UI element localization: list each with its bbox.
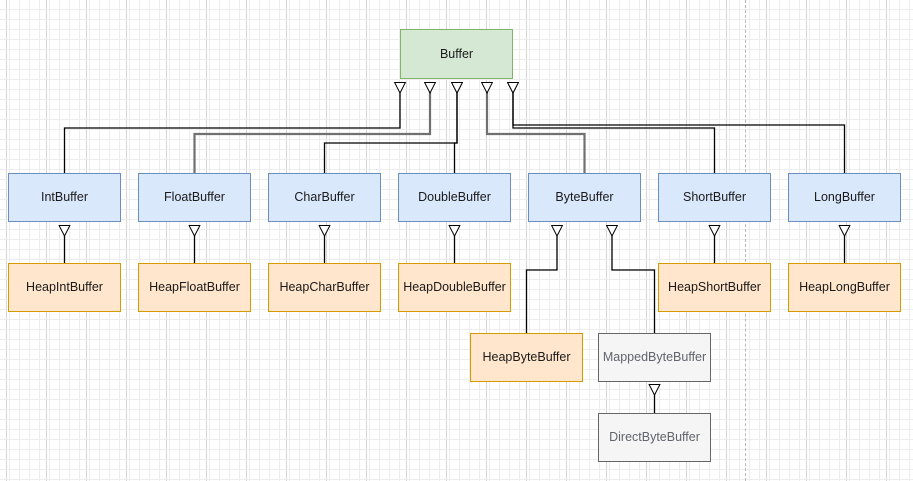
edge-longbuffer-buffer — [513, 93, 846, 174]
class-node-heapdoublebuffer[interactable]: HeapDoubleBuffer — [398, 263, 511, 312]
edge-mappedbytebuffer-bytebuffer — [612, 236, 656, 334]
class-label: FloatBuffer — [164, 190, 225, 204]
class-node-buffer[interactable]: Buffer — [400, 29, 513, 79]
class-node-longbuffer[interactable]: LongBuffer — [788, 173, 901, 222]
class-label: HeapLongBuffer — [799, 280, 890, 294]
edge-bytebuffer-buffer — [487, 93, 586, 175]
class-node-heapfloatbuffer[interactable]: HeapFloatBuffer — [138, 263, 251, 312]
class-label: HeapCharBuffer — [279, 280, 370, 294]
class-node-charbuffer[interactable]: CharBuffer — [268, 173, 381, 222]
class-node-heapintbuffer[interactable]: HeapIntBuffer — [8, 263, 121, 312]
edge-doublebuffer-buffer — [455, 93, 458, 174]
class-node-floatbuffer[interactable]: FloatBuffer — [138, 173, 251, 222]
class-node-heapbytebuffer[interactable]: HeapByteBuffer — [470, 333, 583, 382]
class-label: ShortBuffer — [682, 190, 746, 204]
class-label: MappedByteBuffer — [602, 350, 707, 364]
class-node-doublebuffer[interactable]: DoubleBuffer — [398, 173, 511, 222]
class-label: CharBuffer — [294, 190, 355, 204]
class-node-heapshortbuffer[interactable]: HeapShortBuffer — [658, 263, 771, 312]
class-label: HeapDoubleBuffer — [403, 280, 506, 294]
class-label: LongBuffer — [814, 190, 875, 204]
edge-shortbuffer-buffer — [513, 93, 716, 174]
class-node-directbytebuffer[interactable]: DirectByteBuffer — [598, 413, 711, 462]
class-label: Buffer — [439, 46, 474, 61]
class-label: HeapByteBuffer — [482, 350, 571, 364]
edge-charbuffer-buffer — [323, 93, 458, 174]
class-label: HeapIntBuffer — [26, 280, 103, 294]
page-break-guide — [745, 0, 746, 481]
class-node-intbuffer[interactable]: IntBuffer — [8, 173, 121, 222]
class-node-mappedbytebuffer[interactable]: MappedByteBuffer — [598, 333, 711, 382]
class-node-bytebuffer[interactable]: ByteBuffer — [528, 173, 641, 222]
class-label: DirectByteBuffer — [609, 430, 700, 444]
class-label: ByteBuffer — [555, 190, 614, 204]
edge-floatbuffer-buffer — [193, 93, 431, 175]
class-node-shortbuffer[interactable]: ShortBuffer — [658, 173, 771, 222]
class-label: IntBuffer — [40, 190, 89, 204]
class-label: HeapShortBuffer — [668, 280, 761, 294]
class-label: DoubleBuffer — [418, 190, 491, 204]
class-label: HeapFloatBuffer — [149, 280, 240, 294]
class-node-heapcharbuffer[interactable]: HeapCharBuffer — [268, 263, 381, 312]
edge-heapbytebuffer-bytebuffer — [525, 236, 558, 334]
class-node-heaplongbuffer[interactable]: HeapLongBuffer — [788, 263, 901, 312]
edge-intbuffer-buffer — [63, 93, 401, 174]
